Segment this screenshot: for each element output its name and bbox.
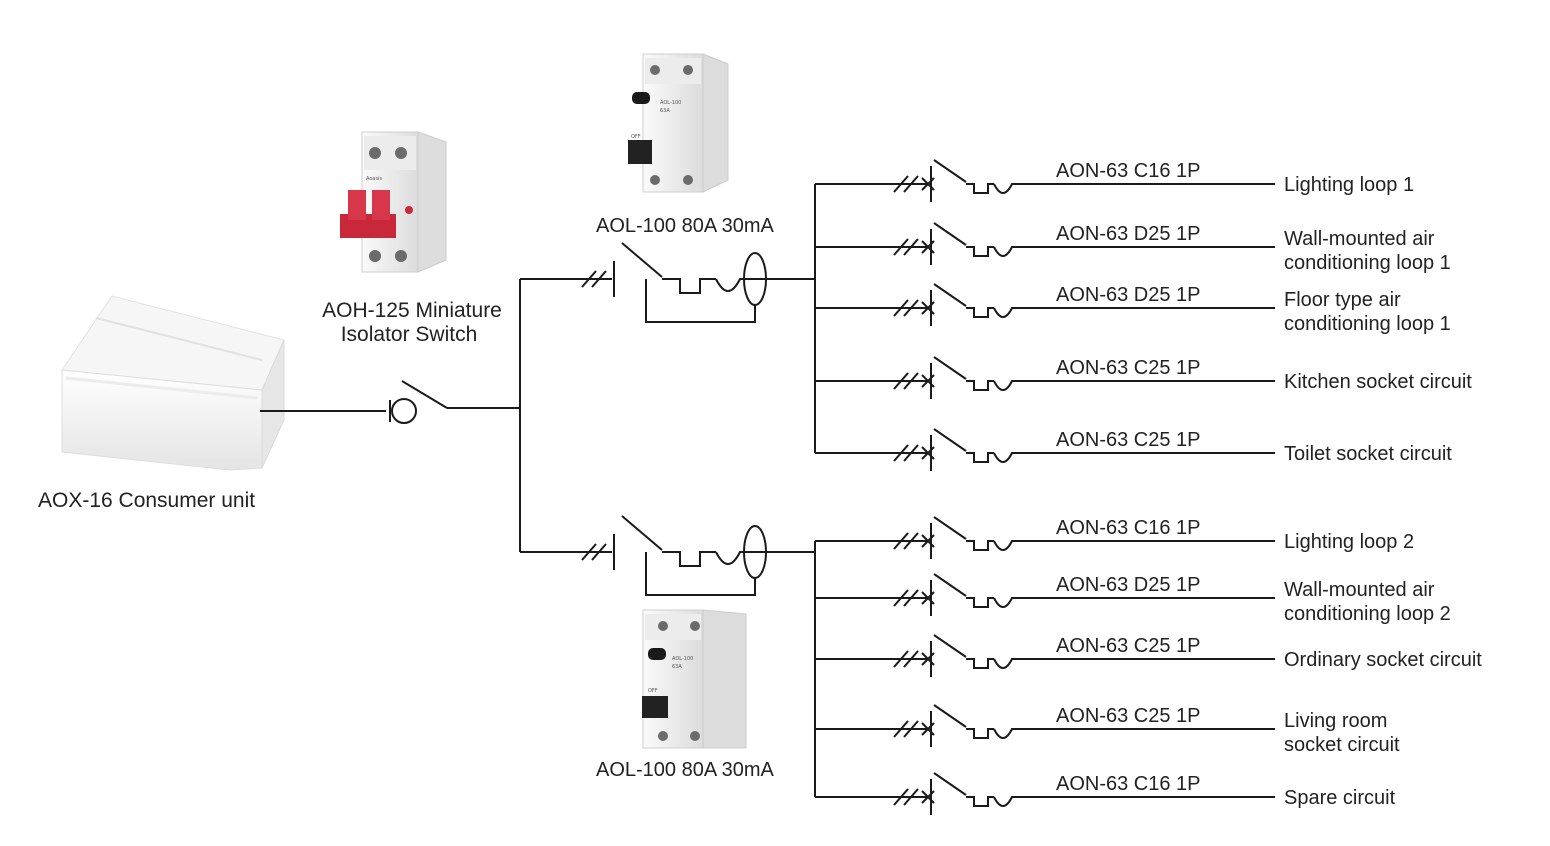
circuit-label: Floor type air — [1284, 289, 1401, 311]
rcbo-top-model-text: AOL-100 — [660, 100, 681, 106]
breaker-label: AON-63 C16 1P — [1056, 517, 1201, 539]
circuit-label: Lighting loop 1 — [1284, 174, 1414, 196]
breaker-label: AON-63 C25 1P — [1056, 705, 1201, 727]
rcbo-bottom-model-text: AOL-100 — [672, 656, 693, 662]
breaker-label: AON-63 C25 1P — [1056, 357, 1201, 379]
breaker-label: AON-63 D25 1P — [1056, 574, 1201, 596]
isolator-brand-text: Aoasis — [366, 176, 382, 182]
circuit-label: Kitchen socket circuit — [1284, 371, 1472, 393]
breaker-label: AON-63 D25 1P — [1056, 284, 1201, 306]
breaker-label: AON-63 C25 1P — [1056, 429, 1201, 451]
branch-circuits: AON-63 C16 1P Lighting loop 1 AON-63 D25 1… — [814, 159, 1482, 815]
group1-branch: AON-63 C25 1P Toilet socket circuit — [815, 428, 1452, 471]
circuit-label: Toilet socket circuit — [1284, 443, 1452, 465]
breaker-label: AON-63 C16 1P — [1056, 160, 1201, 182]
rcbo-bottom-image: AOL-100 63A OFF — [642, 609, 747, 749]
circuit-label: Living room — [1284, 710, 1387, 732]
breaker-label: AON-63 C16 1P — [1056, 773, 1201, 795]
circuit-label: Wall-mounted air — [1284, 228, 1435, 250]
rcbo-top-image: AOL-100 63A OFF — [628, 53, 729, 193]
isolator-label-line2: Isolator Switch — [341, 323, 478, 346]
rcbo-bottom-rating-text: 63A — [672, 664, 682, 670]
circuit-label: socket circuit — [1284, 734, 1400, 756]
breaker-label: AON-63 C25 1P — [1056, 635, 1201, 657]
group1-branch: AON-63 D25 1P Wall-mounted airconditionin… — [815, 222, 1451, 274]
rcbo-top-rating-text: 63A — [660, 108, 670, 114]
group1-branch: AON-63 C25 1P Kitchen socket circuit — [815, 356, 1472, 399]
rcbo-bottom-label: AOL-100 80A 30mA — [596, 759, 775, 781]
rcbo-symbols — [520, 242, 815, 596]
group1-branch: AON-63 D25 1P Floor type airconditioning … — [815, 283, 1451, 335]
group2-branch: AON-63 D25 1P Wall-mounted airconditionin… — [815, 573, 1451, 625]
circuit-label: conditioning loop 1 — [1284, 313, 1451, 335]
circuit-label: conditioning loop 1 — [1284, 252, 1451, 274]
rcbo-top-off-text: OFF — [631, 134, 641, 140]
group2-branch: AON-63 C16 1P Lighting loop 2 — [815, 516, 1414, 559]
circuit-label: conditioning loop 2 — [1284, 603, 1451, 625]
main-feed — [260, 279, 521, 552]
circuit-label: Wall-mounted air — [1284, 579, 1435, 601]
rcbo-top-label: AOL-100 80A 30mA — [596, 215, 775, 237]
group2-branch: AON-63 C25 1P Ordinary socket circuit — [815, 634, 1482, 677]
circuit-label: Lighting loop 2 — [1284, 531, 1414, 553]
circuit-label: Ordinary socket circuit — [1284, 649, 1482, 671]
isolator-image: Aoasis — [340, 131, 447, 273]
group2-branch: AON-63 C16 1P Spare circuit — [815, 772, 1396, 815]
isolator-label-line1: AOH-125 Miniature — [322, 299, 502, 322]
consumer-unit-label: AOX-16 Consumer unit — [38, 489, 255, 512]
group1-branch: AON-63 C16 1P Lighting loop 1 — [815, 159, 1414, 202]
breaker-label: AON-63 D25 1P — [1056, 223, 1201, 245]
rcbo-top-symbol — [520, 242, 815, 323]
rcbo-bottom-symbol — [520, 515, 815, 596]
rcbo-bottom-off-text: OFF — [648, 688, 658, 694]
consumer-unit-image — [61, 295, 285, 471]
circuit-label: Spare circuit — [1284, 787, 1396, 809]
